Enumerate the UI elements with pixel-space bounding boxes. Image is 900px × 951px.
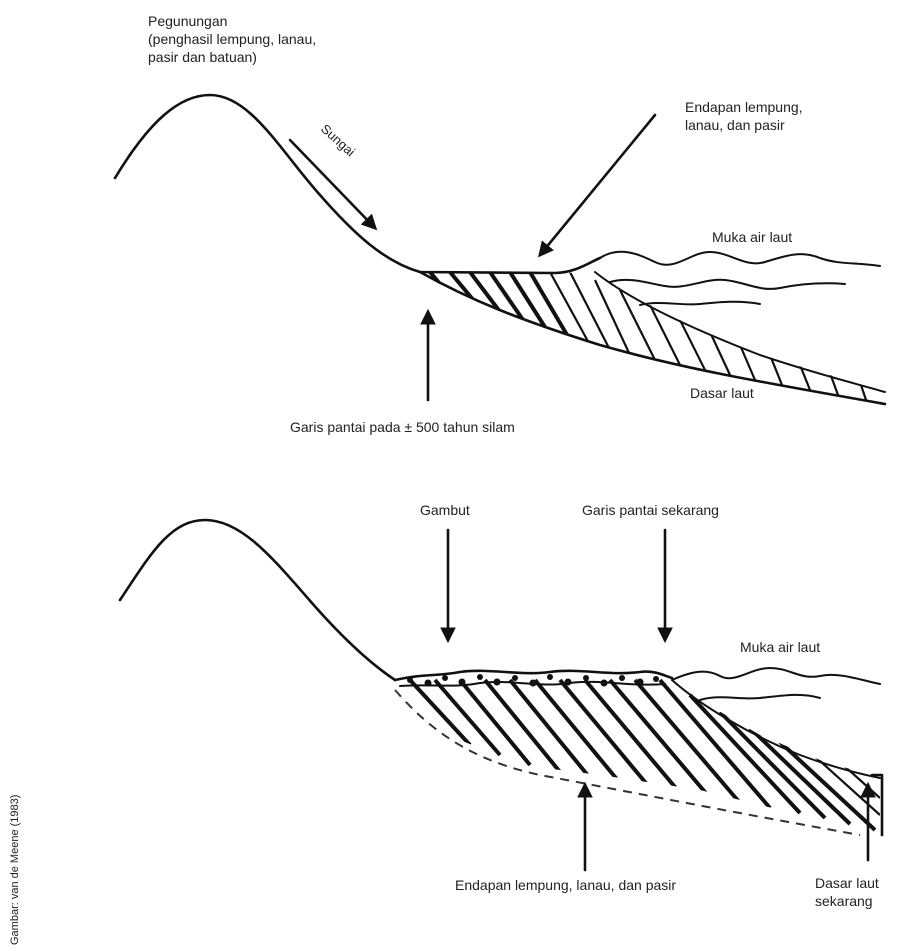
top-mountain-label-line-1: Pegunungan: [148, 13, 227, 29]
top-sediment-hatching: [430, 272, 866, 400]
bottom-sediment-hatching: [410, 680, 880, 830]
top-river-arrow: [290, 140, 375, 228]
top-sea-waves: [600, 252, 880, 305]
bottom-seabed-label-line-2: sekarang: [815, 893, 873, 909]
bottom-current-coast-label: Garis pantai sekarang: [582, 502, 719, 518]
bottom-seabed-label-line-1: Dasar laut: [815, 875, 879, 891]
image-credit: Gambar: van de Meene (1983): [9, 795, 21, 945]
svg-text:Dasar laut sekarang: Dasar laut sekarang: [815, 875, 883, 909]
top-river-label: Sungai: [318, 121, 358, 159]
top-sediment-arrow: [540, 115, 655, 255]
top-sediment-label-line-1: Endapan lempung,: [685, 99, 803, 115]
top-mountain-profile: [115, 95, 600, 273]
top-sea-level-label: Muka air laut: [712, 229, 792, 245]
top-mountain-label-line-2: (penghasil lempung, lanau,: [148, 31, 316, 47]
bottom-sediment-label: Endapan lempung, lanau, dan pasir: [455, 877, 676, 893]
top-diagram: Pegunungan (penghasil lempung, lanau, pa…: [115, 13, 885, 435]
top-seabed-label: Dasar laut: [690, 385, 754, 401]
svg-text:Endapan lempung, lanau,: Endapan lempung, lanau, dan pasir: [685, 99, 806, 133]
top-mountain-label-line-3: pasir dan batuan): [148, 49, 257, 65]
bottom-sea-waves: [672, 668, 880, 700]
top-sediment-upper-boundary: [595, 272, 885, 392]
top-coastline-label: Garis pantai pada ± 500 tahun silam: [290, 419, 515, 435]
top-seabed-line: [420, 272, 885, 404]
bottom-mountain-profile: [120, 520, 395, 680]
svg-text:Pegunungan (penghasil le: Pegunungan (penghasil lempung, lanau, pa…: [148, 13, 320, 65]
bottom-diagram: Gambut Garis pantai sekarang Muka air la…: [120, 502, 883, 909]
bottom-sea-level-label: Muka air laut: [740, 639, 820, 655]
top-sediment-label-line-2: lanau, dan pasir: [685, 117, 785, 133]
bottom-peat-label: Gambut: [420, 502, 470, 518]
